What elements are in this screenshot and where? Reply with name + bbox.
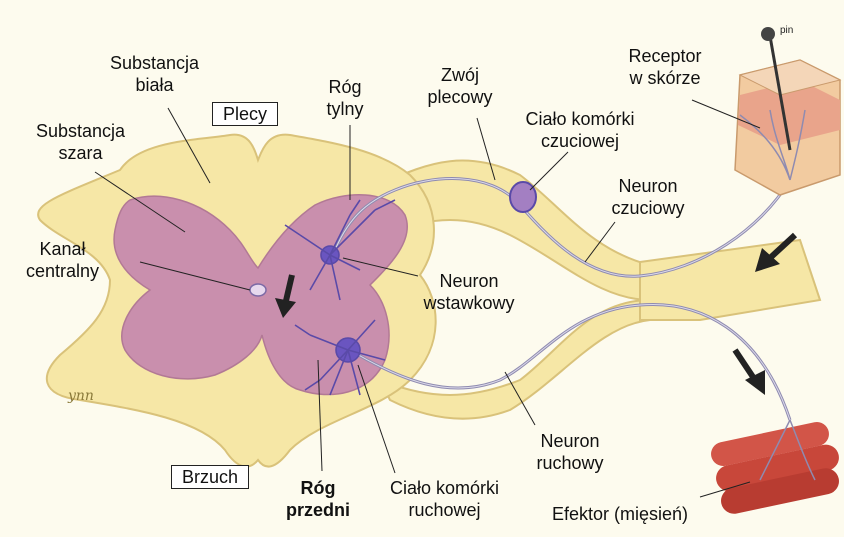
central-canal	[250, 284, 266, 296]
label-brzuch: Brzuch	[171, 465, 249, 489]
muscle-effector	[709, 420, 842, 516]
signal-arrow-effector	[735, 350, 765, 395]
nerve-trunk	[640, 240, 820, 320]
dorsal-root-ganglion	[510, 182, 536, 212]
pin-text: pin	[780, 25, 793, 36]
label-efektor: Efektor (mięsień)	[530, 503, 710, 525]
label-plecy: Plecy	[212, 102, 278, 126]
artist-signature: ynn	[68, 388, 94, 404]
